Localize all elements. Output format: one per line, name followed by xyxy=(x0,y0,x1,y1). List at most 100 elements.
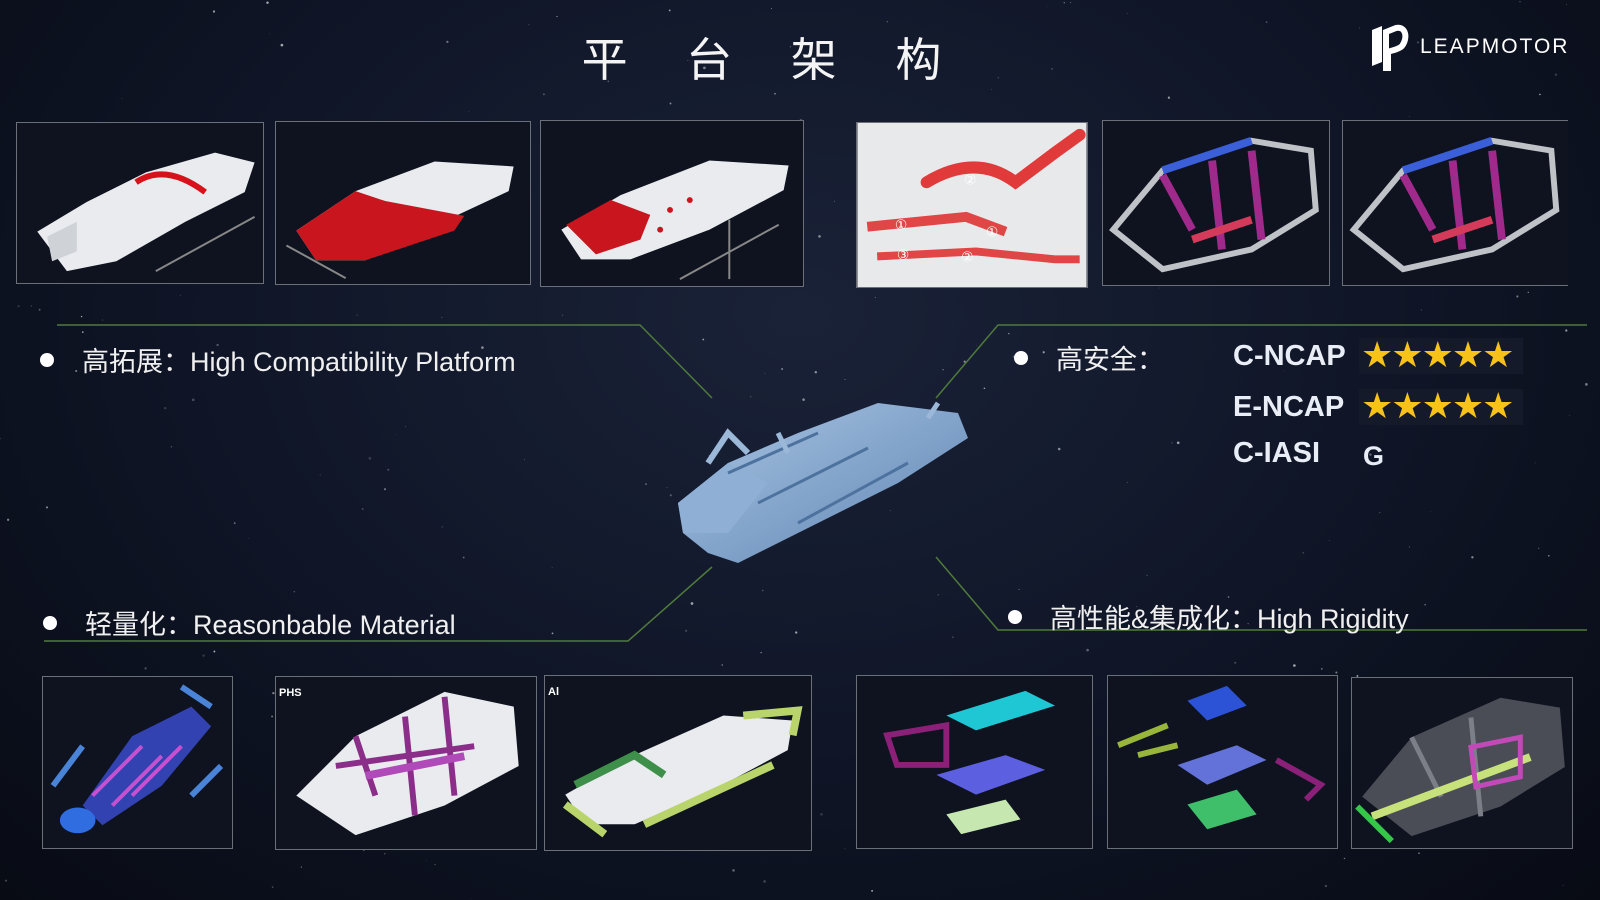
star-dot xyxy=(1167,96,1171,99)
star-dot xyxy=(1159,287,1161,289)
star-dot xyxy=(562,314,564,316)
star-icon: ★ xyxy=(1361,386,1394,427)
bullet-dot xyxy=(1008,609,1022,624)
integration-panel-1 xyxy=(856,675,1093,849)
star-dot xyxy=(1418,852,1420,854)
star-dot xyxy=(1562,884,1564,886)
star-dot xyxy=(271,886,274,888)
star-dot xyxy=(396,434,398,435)
star-dot xyxy=(468,110,470,112)
star-dot xyxy=(356,314,358,316)
star-dot xyxy=(1293,664,1296,667)
star-dot xyxy=(690,602,694,605)
star-dot xyxy=(1126,482,1128,484)
star-dot xyxy=(1569,415,1571,417)
star-dot xyxy=(763,880,766,883)
star-dot xyxy=(1379,511,1381,514)
star-dot xyxy=(1409,546,1410,548)
star-dot xyxy=(1408,115,1410,117)
phs-material-panel: PHS xyxy=(275,676,537,850)
star-dot xyxy=(844,848,846,850)
star-dot xyxy=(551,632,554,635)
body-in-white-safety-panel-2 xyxy=(1342,120,1568,286)
feature-label: 轻量化：Reasonbable Material xyxy=(85,610,456,640)
star-dot xyxy=(871,889,874,892)
star-dot xyxy=(1046,6,1048,8)
star-dot xyxy=(383,488,387,491)
star-dot xyxy=(1516,295,1519,298)
star-dot xyxy=(795,631,798,634)
star-dot xyxy=(886,21,888,23)
encap-stars: ★★★★★ xyxy=(1359,389,1523,425)
star-dot xyxy=(213,650,216,653)
ciasi-label: C-IASI xyxy=(1233,437,1320,469)
star-dot xyxy=(212,10,216,13)
svg-text:②: ② xyxy=(964,171,976,187)
star-dot xyxy=(1554,73,1558,76)
star-dot xyxy=(1430,511,1431,512)
star-dot xyxy=(1527,291,1530,294)
star-dot xyxy=(1585,383,1588,386)
star-dot xyxy=(951,636,954,639)
star-dot xyxy=(1420,309,1422,311)
star-dot xyxy=(542,93,545,96)
bullet-dot xyxy=(1014,350,1028,365)
star-dot xyxy=(1565,4,1567,6)
star-dot xyxy=(1539,93,1541,96)
star-dot xyxy=(668,9,671,12)
encap-label: E-NCAP xyxy=(1233,391,1345,423)
star-dot xyxy=(645,483,647,485)
star-icon: ★ xyxy=(1482,335,1515,376)
bullet-dot xyxy=(43,615,57,630)
star-dot xyxy=(202,654,205,657)
star-dot xyxy=(820,812,823,816)
star-dot xyxy=(384,853,386,855)
star-dot xyxy=(1234,661,1237,664)
star-dot xyxy=(1126,12,1128,14)
star-dot xyxy=(1335,671,1338,674)
star-dot xyxy=(975,345,977,347)
star-dot xyxy=(1070,2,1072,4)
star-dot xyxy=(1471,556,1474,559)
page-title: 平 台 架 构 xyxy=(581,33,964,87)
leapmotor-logo-icon xyxy=(1372,24,1409,71)
star-dot xyxy=(81,331,84,333)
star-dot xyxy=(814,371,817,374)
platform-variant-3-panel xyxy=(540,120,804,287)
star-dot xyxy=(1018,588,1020,590)
star-dot xyxy=(1320,668,1323,670)
star-dot xyxy=(1534,462,1536,464)
star-dot xyxy=(781,368,783,370)
star-icon: ★ xyxy=(1482,386,1515,427)
star-dot xyxy=(441,526,443,528)
star-dot xyxy=(248,537,250,539)
star-dot xyxy=(266,1,269,4)
star-dot xyxy=(774,92,776,95)
cncap-stars: ★★★★★ xyxy=(1359,338,1523,374)
star-dot xyxy=(1547,554,1550,557)
svg-text:①: ① xyxy=(895,217,907,233)
feature-high-compatibility: 高拓展：High Compatibility Platform xyxy=(40,340,516,379)
star-dot xyxy=(164,406,167,410)
svg-text:②: ② xyxy=(961,248,973,264)
star-dot xyxy=(441,316,443,319)
star-dot xyxy=(1086,648,1089,652)
rigid-body-panel xyxy=(1351,677,1573,849)
star-dot xyxy=(233,522,236,524)
star-dot xyxy=(983,387,986,390)
star-dot xyxy=(760,652,762,654)
star-dot xyxy=(937,593,940,596)
brand-name: LEAPMOTOR xyxy=(1420,35,1570,58)
bullet-dot xyxy=(40,352,54,367)
star-dot xyxy=(1565,329,1568,332)
cncap-label: C-NCAP xyxy=(1233,340,1346,372)
star-dot xyxy=(1328,540,1330,542)
star-dot xyxy=(80,315,83,318)
star-dot xyxy=(170,446,173,448)
brand-logo: LEAPMOTOR xyxy=(1366,22,1569,72)
star-dot xyxy=(524,458,525,460)
star-dot xyxy=(470,898,472,900)
star-dot xyxy=(179,294,181,296)
feature-high-rigidity: 高性能&集成化：High Rigidity xyxy=(1008,597,1409,636)
feature-high-safety: 高安全： xyxy=(1014,338,1164,377)
